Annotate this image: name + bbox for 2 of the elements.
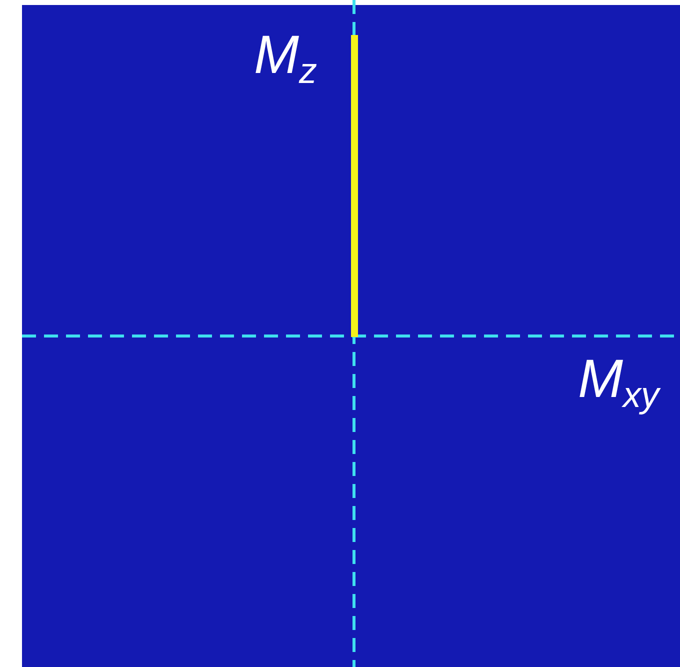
axis-label: M$_{z}$ [254,28,317,89]
axis-label: M$_{xy}$ [578,352,659,413]
